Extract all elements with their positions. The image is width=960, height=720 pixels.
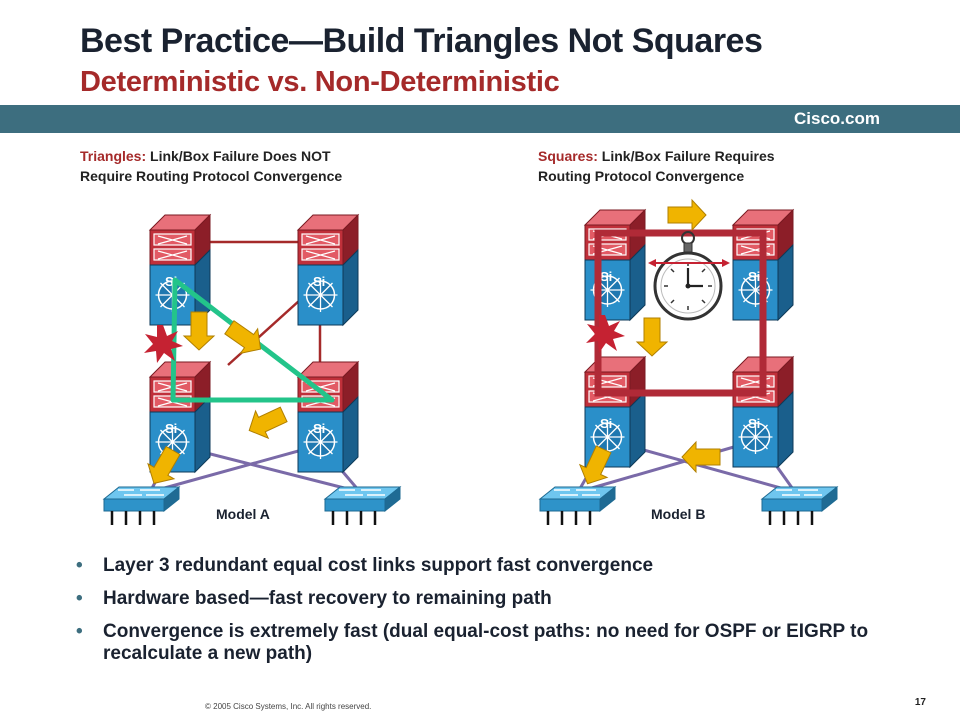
bullet-item: • Layer 3 redundant equal cost links supp… [76, 555, 896, 577]
model-a-access-switch-left [102, 485, 181, 527]
left-caption-line1: Link/Box Failure Does NOT [146, 148, 331, 164]
copyright-footer: © 2005 Cisco Systems, Inc. All rights re… [205, 702, 372, 711]
right-caption: Squares: Link/Box Failure Requires Routi… [538, 146, 775, 186]
traffic-arrow-icon [636, 317, 668, 357]
failure-burst-icon [144, 325, 183, 363]
traffic-arrow-icon [681, 441, 721, 473]
model-a-switch-top-left [149, 214, 211, 326]
si-badge: Si [165, 421, 177, 436]
bullet-dot: • [76, 621, 83, 642]
bullet-text: Layer 3 redundant equal cost links suppo… [103, 555, 654, 576]
bullet-text: Convergence is extremely fast (dual equa… [103, 621, 869, 664]
left-caption-highlight: Triangles: [80, 148, 147, 164]
model-b-label: Model B [651, 506, 705, 522]
traffic-arrow-icon [242, 400, 291, 445]
network-diagram: Si Si Si Si Model A Si Si Si Si [102, 199, 839, 527]
si-badge: Si [313, 274, 325, 289]
model-a-access-switch-right [323, 485, 402, 527]
failure-burst-icon [586, 315, 625, 353]
si-badge: Si [748, 269, 760, 284]
model-b-switch-top-left [584, 209, 646, 321]
brand-link[interactable]: Cisco.com [794, 109, 880, 128]
traffic-arrow-icon [667, 199, 707, 231]
bullet-text: Hardware based—fast recovery to remainin… [103, 588, 552, 609]
model-a: Si Si Si Si Model A [102, 214, 402, 527]
slide-title: Best Practice—Build Triangles Not Square… [80, 22, 763, 60]
bullet-item: • Convergence is extremely fast (dual equ… [76, 621, 896, 665]
left-caption-line2: Require Routing Protocol Convergence [80, 168, 343, 184]
bullet-dot: • [76, 588, 83, 609]
brand-bar [0, 105, 960, 133]
si-badge: Si [748, 416, 760, 431]
si-badge: Si [313, 421, 325, 436]
left-caption: Triangles: Link/Box Failure Does NOT Req… [80, 146, 342, 186]
right-caption-line1: Link/Box Failure Requires [597, 148, 775, 164]
bullet-list: • Layer 3 redundant equal cost links supp… [76, 555, 896, 676]
page-number: 17 [914, 697, 926, 708]
right-caption-line2: Routing Protocol Convergence [538, 168, 745, 184]
model-a-switch-bottom-left [149, 361, 211, 473]
slide-subtitle: Deterministic vs. Non-Deterministic [80, 66, 560, 98]
si-badge: Si [600, 416, 612, 431]
si-badge: Si [600, 269, 612, 284]
model-b-access-switch-left [538, 485, 617, 527]
model-a-switch-top-right [297, 214, 359, 326]
model-a-l3-links [175, 240, 322, 402]
right-caption-highlight: Squares: [538, 148, 598, 164]
bullet-dot: • [76, 555, 83, 576]
bullet-item: • Hardware based—fast recovery to remaini… [76, 588, 896, 610]
model-b: Si Si Si Si Model B [538, 199, 839, 527]
model-b-square-path [594, 229, 767, 397]
stopwatch-icon [648, 231, 730, 321]
model-b-access-switch-right [760, 485, 839, 527]
model-a-label: Model A [216, 506, 270, 522]
